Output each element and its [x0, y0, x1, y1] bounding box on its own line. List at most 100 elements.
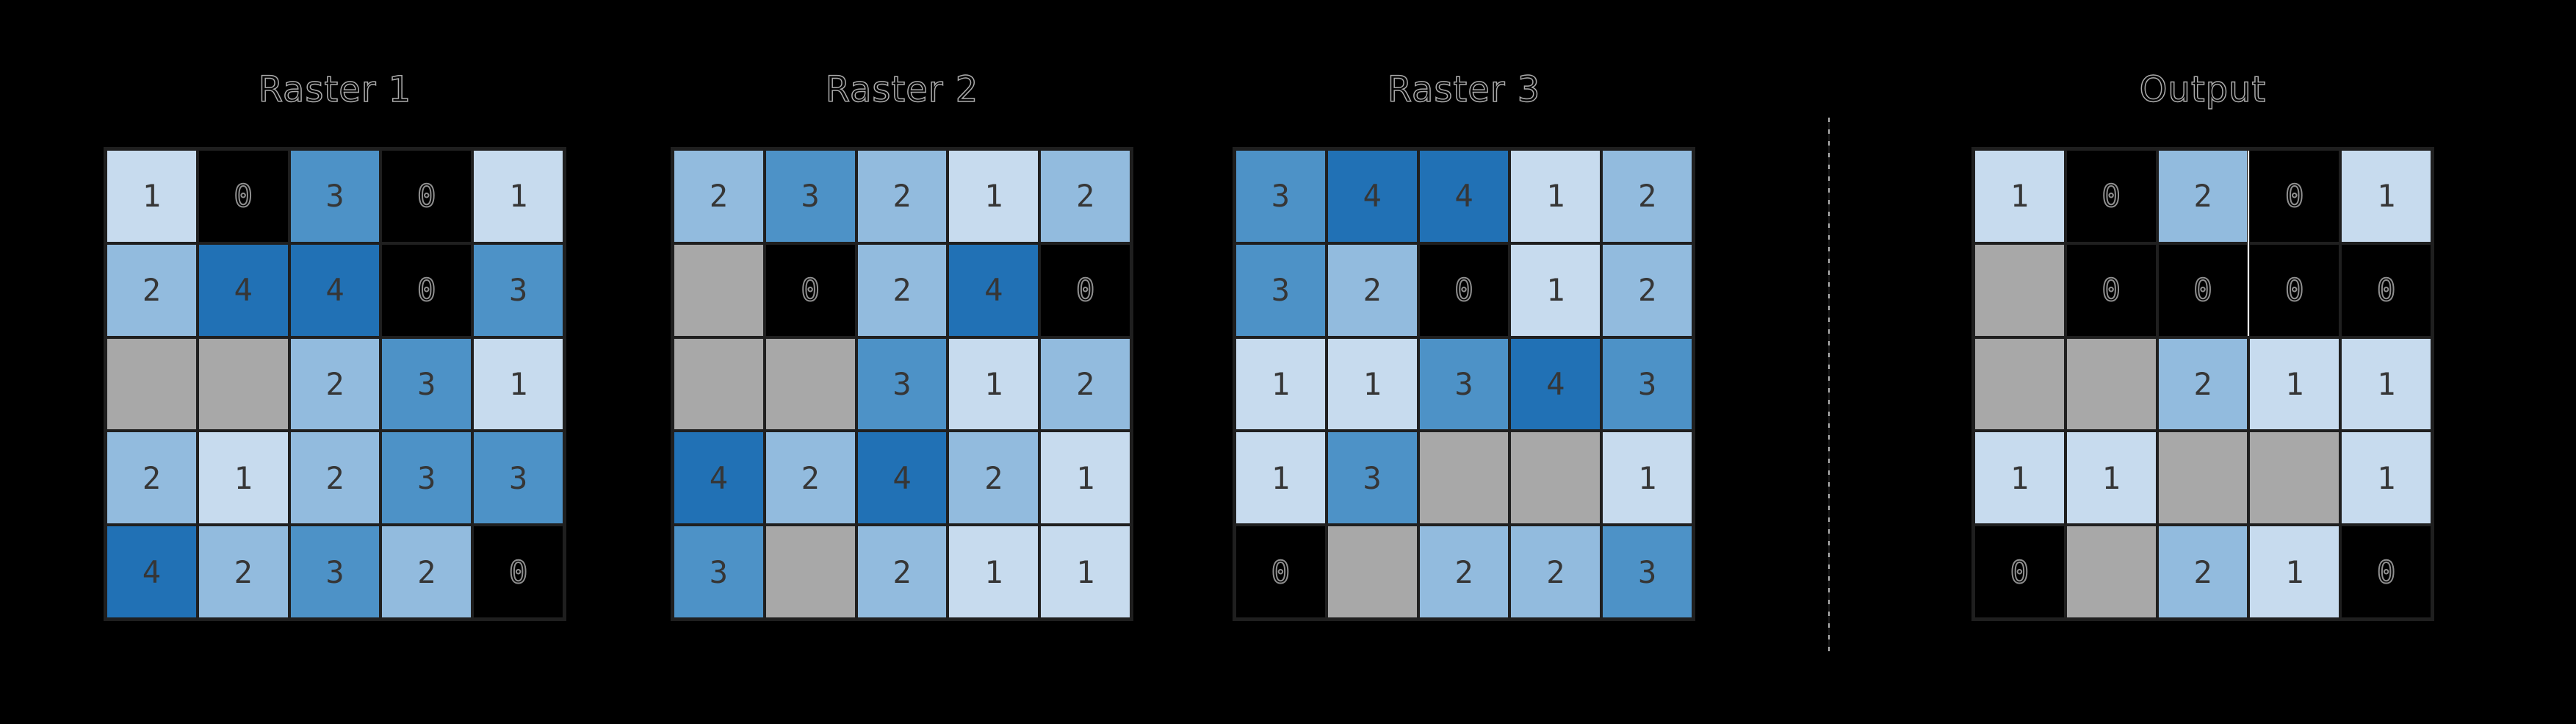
grid-cell: 3 — [674, 526, 763, 617]
grid-cell — [765, 338, 855, 430]
grid-cell: 0 — [2250, 244, 2339, 336]
grid-cell: 1 — [2250, 338, 2339, 430]
cell-value: 0 — [2376, 553, 2396, 591]
grid-cell: 1 — [2250, 526, 2339, 617]
cell-value: 2 — [801, 459, 820, 496]
grid-cell: 4 — [949, 244, 1039, 336]
cell-value: 2 — [709, 178, 729, 215]
grid-cell — [674, 244, 763, 336]
grid-cell: 2 — [857, 244, 947, 336]
cell-value: 3 — [417, 365, 436, 402]
grid-cell: 2 — [198, 526, 288, 617]
grid-cell: 0 — [1041, 244, 1130, 336]
cell-value: 3 — [508, 459, 528, 496]
grid-cell: 0 — [2342, 244, 2431, 336]
grid-cell: 3 — [290, 151, 380, 242]
cell-value: 0 — [1271, 553, 1291, 591]
cell-value: 2 — [1075, 178, 1095, 215]
cell-value: 1 — [2376, 365, 2396, 402]
cell-value: 0 — [2010, 553, 2030, 591]
cell-value: 3 — [1271, 272, 1291, 309]
cell-value: 1 — [1271, 365, 1291, 402]
grid-cell: 1 — [1975, 432, 2064, 524]
grid-cell: 1 — [474, 151, 563, 242]
grid-cell: 3 — [382, 338, 472, 430]
grid-cell: 2 — [1419, 526, 1509, 617]
cell-value: 3 — [325, 553, 344, 590]
grid-cell — [674, 338, 763, 430]
cell-value: 1 — [2010, 459, 2030, 496]
grid-cell — [107, 338, 196, 430]
grid-cell: 1 — [949, 338, 1039, 430]
grid-cell: 0 — [1419, 244, 1509, 336]
cell-value: 2 — [2193, 553, 2212, 590]
grid-cell: 0 — [2066, 244, 2156, 336]
cell-value: 1 — [1546, 178, 1565, 215]
grid-cell: 1 — [1236, 338, 1325, 430]
cell-value: 1 — [2101, 459, 2121, 496]
grid-cell: 3 — [474, 432, 563, 524]
cell-value: 0 — [801, 271, 820, 309]
cell-value: 3 — [1271, 178, 1291, 215]
grid-cell: 4 — [1419, 151, 1509, 242]
dashed-divider-line — [1828, 118, 1830, 651]
grid-cell: 2 — [857, 526, 947, 617]
grid-cell: 2 — [2158, 338, 2248, 430]
grid-cell: 0 — [2342, 526, 2431, 617]
cell-value: 2 — [142, 459, 162, 496]
grid-cell: 2 — [2158, 526, 2248, 617]
grid-cell: 1 — [107, 151, 196, 242]
grid-cell: 4 — [1511, 338, 1601, 430]
grid-cell — [1419, 432, 1509, 524]
cell-value: 1 — [2010, 178, 2030, 215]
cell-value: 2 — [234, 553, 253, 590]
cell-value: 2 — [2193, 178, 2212, 215]
grid-cell: 2 — [290, 338, 380, 430]
cell-value: 2 — [325, 365, 344, 402]
cell-value: 1 — [142, 178, 162, 215]
grid-cell: 1 — [1041, 526, 1130, 617]
grid-cell: 1 — [949, 526, 1039, 617]
grid-cell: 0 — [2066, 151, 2156, 242]
grid-cell: 0 — [474, 526, 563, 617]
grid-cell: 4 — [107, 526, 196, 617]
grid-cell: 0 — [2158, 244, 2248, 336]
grid-cell: 4 — [1327, 151, 1417, 242]
grid-cell — [765, 526, 855, 617]
cell-value: 1 — [2376, 459, 2396, 496]
cell-value: 2 — [1454, 553, 1473, 590]
grid-cell: 2 — [1603, 244, 1692, 336]
grid-cell: 3 — [765, 151, 855, 242]
grid-cell: 4 — [198, 244, 288, 336]
cell-value: 3 — [1637, 553, 1657, 590]
grid-cell: 1 — [1603, 432, 1692, 524]
cell-value: 0 — [416, 177, 436, 215]
cell-value: 0 — [2101, 177, 2121, 215]
grid-cell: 3 — [474, 244, 563, 336]
cell-value: 4 — [709, 459, 729, 496]
grid-cell: 3 — [1236, 151, 1325, 242]
grid-cell: 3 — [290, 526, 380, 617]
cell-value: 2 — [1075, 365, 1095, 402]
cell-value: 4 — [1454, 178, 1473, 215]
grid-cell: 3 — [1603, 338, 1692, 430]
cell-value: 3 — [892, 365, 912, 402]
cell-value: 0 — [2101, 271, 2121, 309]
grid-cell: 1 — [949, 151, 1039, 242]
grid-cell: 4 — [290, 244, 380, 336]
cell-value: 2 — [2193, 365, 2212, 402]
cell-value: 2 — [892, 272, 912, 309]
cell-value: 2 — [417, 553, 436, 590]
grid-cell: 2 — [107, 244, 196, 336]
grid-cell — [1975, 338, 2064, 430]
grid-cell: 3 — [382, 432, 472, 524]
cell-value: 1 — [1637, 459, 1657, 496]
cell-value: 2 — [892, 178, 912, 215]
grid-cell: 0 — [198, 151, 288, 242]
raster-3-title: Raster 3 — [1387, 68, 1541, 111]
